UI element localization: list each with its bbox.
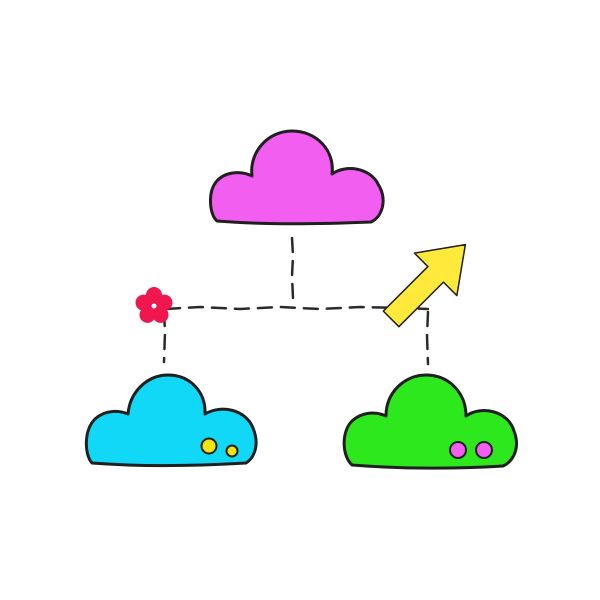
left-cloud-indicator-dot	[225, 444, 239, 458]
right-cloud	[342, 373, 518, 470]
top-cloud	[209, 129, 385, 226]
right-cloud-indicator-dot	[475, 441, 493, 459]
up-right-arrow-icon	[382, 243, 467, 328]
top-connector-line	[290, 236, 295, 300]
left-cloud-indicator-dot	[200, 437, 218, 455]
right-connector-line	[425, 310, 430, 366]
flower-icon	[135, 287, 173, 323]
right-cloud-indicator-dot	[449, 441, 467, 459]
